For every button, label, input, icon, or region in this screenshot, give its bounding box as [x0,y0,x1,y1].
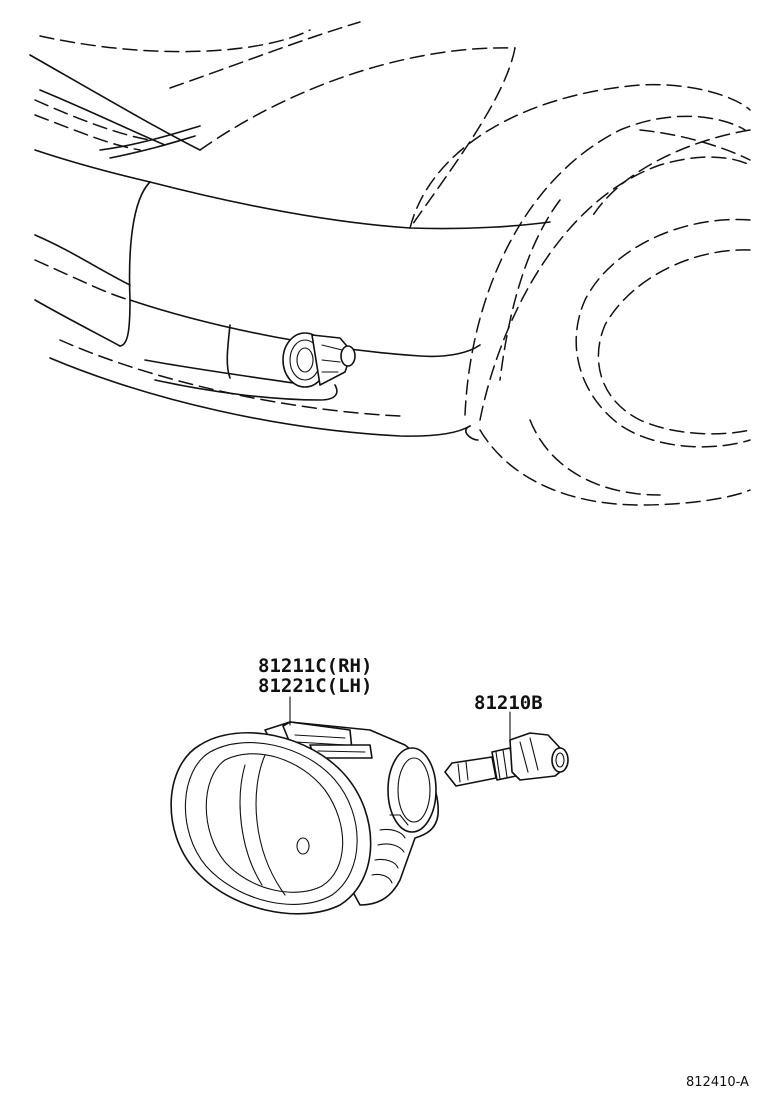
fog-lamp-bulb [444,732,569,787]
fog-lamp-assembly [170,721,439,915]
diagram-reference-code: 812410-A [686,1075,749,1090]
fog-lamp-lh-part-number: 81221C(LH) [258,675,372,697]
bulb-part-number: 81210B [474,692,543,714]
fog-lamp-rh-part-number: 81211C(RH) [258,655,372,677]
vehicle-front-outline [29,21,751,506]
installed-fog-lamp [282,332,356,388]
